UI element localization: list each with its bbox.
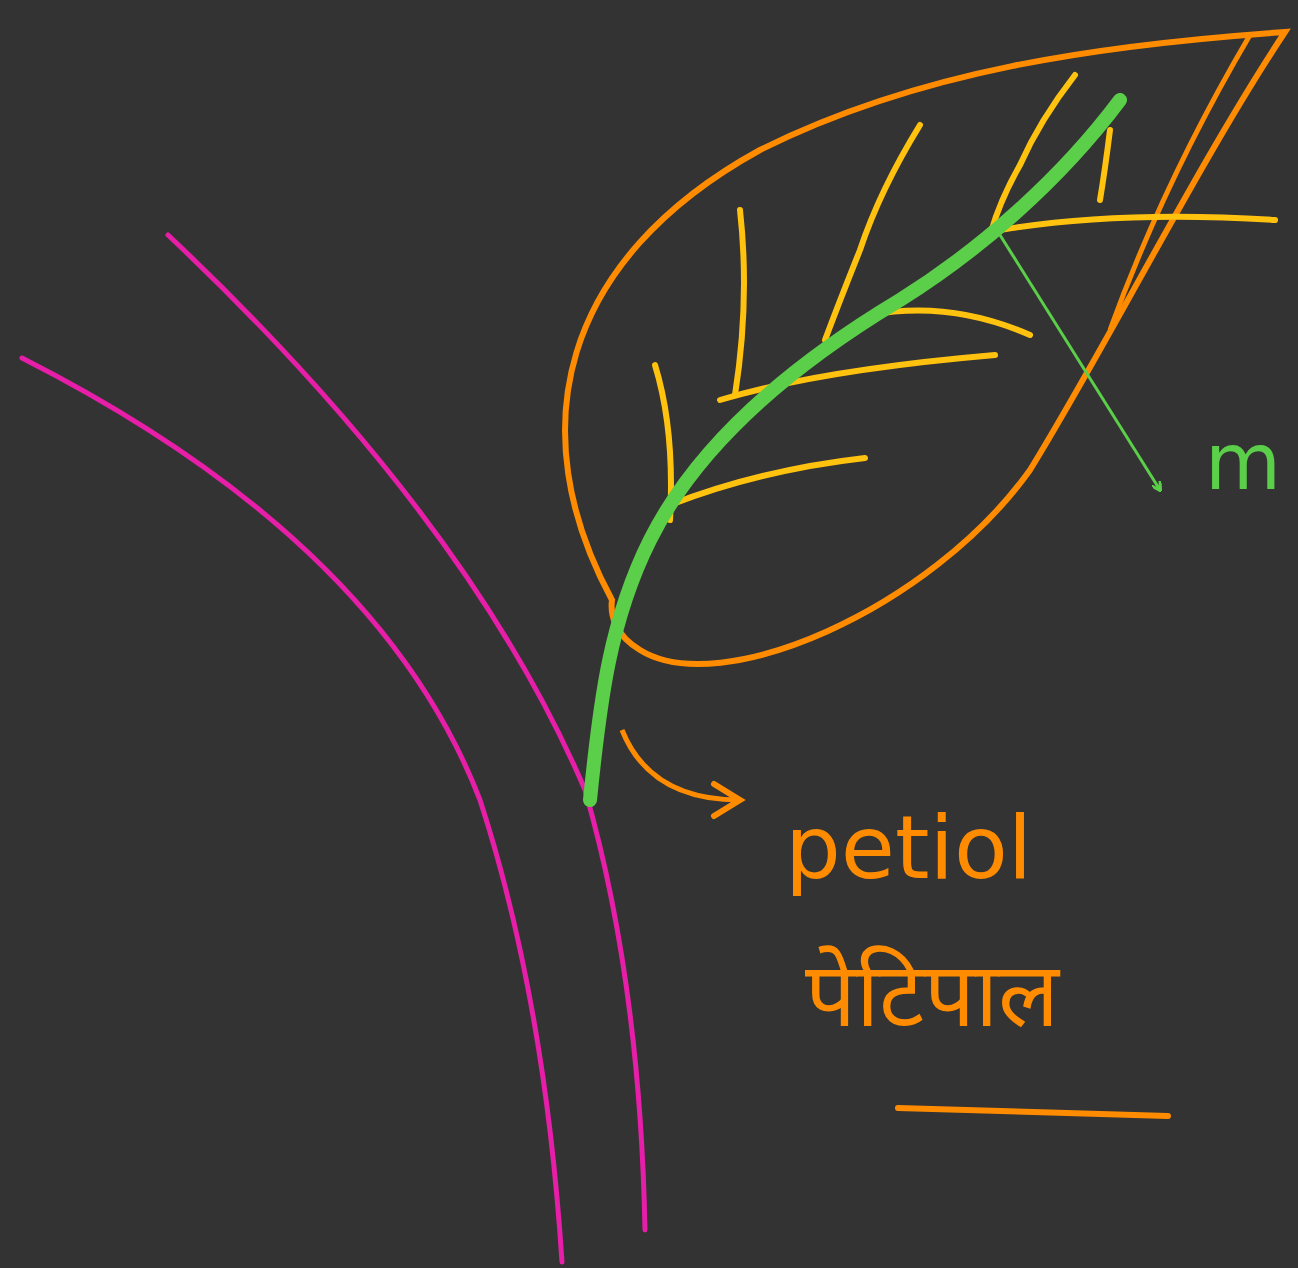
underline [898,1108,1168,1116]
vein [990,75,1075,235]
midrib-petiole [590,100,1120,800]
vein [870,311,1030,336]
vein [735,210,744,395]
part-label: petiol [785,800,1032,897]
leaf-blade [565,32,1285,664]
leaf-edge [1110,35,1250,330]
stem-edge [168,235,645,1230]
stem [22,235,645,1262]
vein [825,125,920,340]
part-label: पेटिपाल [805,945,1059,1044]
part-label: m [1205,420,1281,506]
leader-arrow [622,730,740,800]
stem-edge [22,358,562,1262]
veins [655,75,1275,520]
vein [1100,130,1110,200]
leader-arrow [1000,235,1160,490]
vein [1000,217,1275,230]
